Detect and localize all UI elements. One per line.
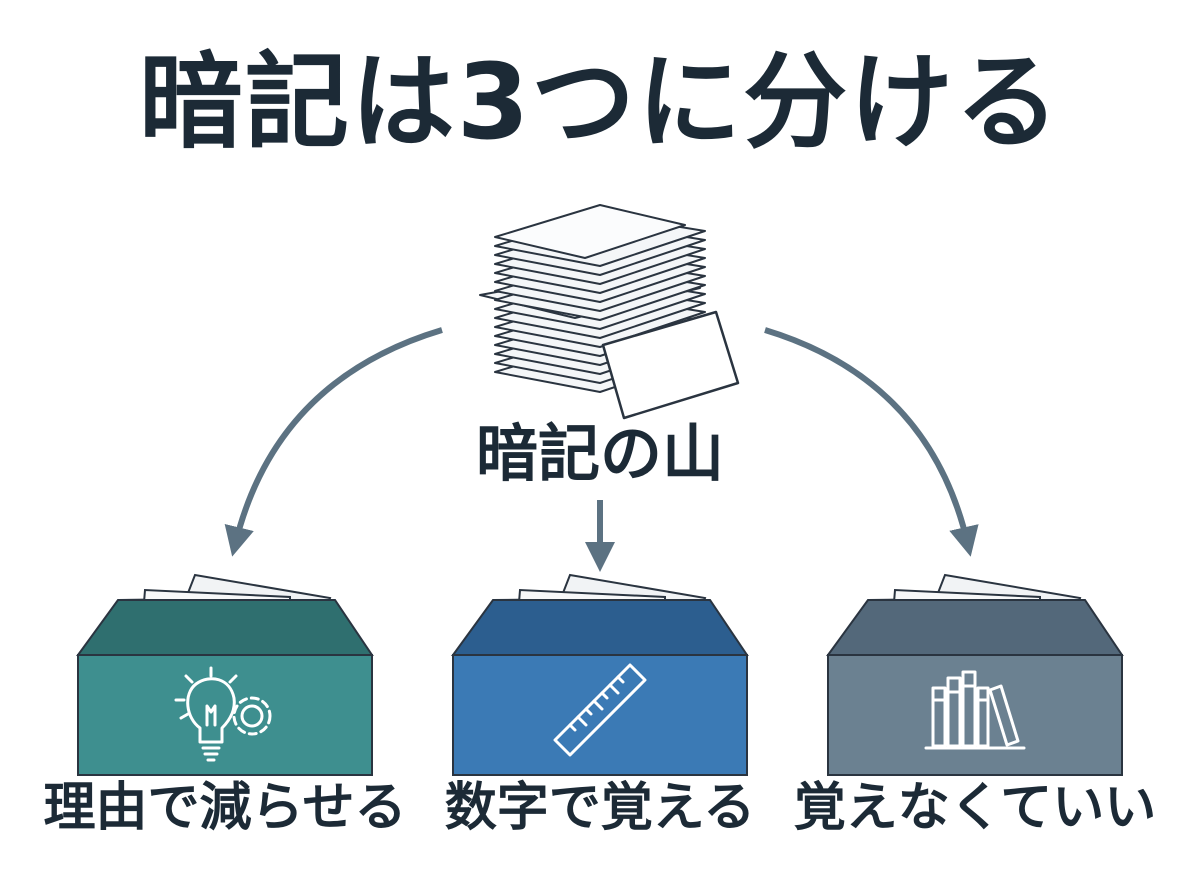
- category-label-reason: 理由で減らせる: [43, 778, 407, 838]
- pile-label: 暗記の山: [475, 417, 724, 490]
- ruler-icon: [553, 663, 647, 757]
- arrow-left: [224, 327, 443, 557]
- page-title: 暗記は3つに分ける: [138, 41, 1062, 163]
- category-box-skip: [826, 573, 1124, 776]
- paper-stack-icon: [479, 204, 740, 420]
- category-label-skip: 覚えなくていい: [793, 778, 1157, 838]
- category-label-number: 数字で覚える: [444, 778, 756, 838]
- category-box-number: [451, 573, 749, 776]
- books-icon: [924, 670, 1026, 750]
- category-box-reason: [76, 573, 374, 776]
- arrow-right: [764, 327, 979, 557]
- lightbulb-gear-icon: [174, 666, 272, 762]
